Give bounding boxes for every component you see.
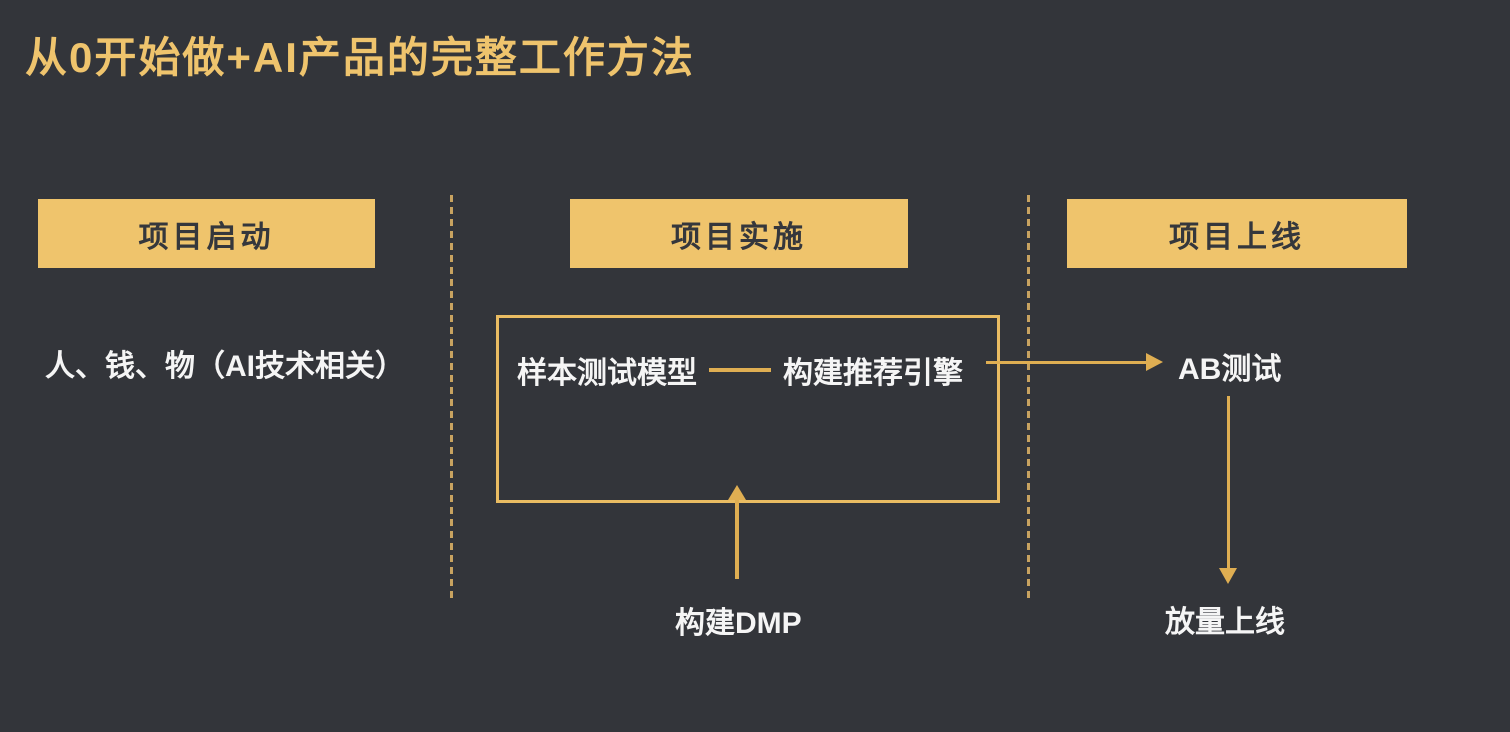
arrow-up-line — [735, 499, 739, 579]
arrow-down-line — [1227, 396, 1230, 568]
phase-divider-2 — [1027, 195, 1030, 601]
kickoff-resources-text: 人、钱、物（AI技术相关） — [45, 350, 405, 383]
sample-test-model-label: 样本测试模型 — [517, 357, 697, 390]
arrow-right-line — [986, 361, 1146, 364]
slide-title: 从0开始做+AI产品的完整工作方法 — [25, 34, 695, 81]
build-recommendation-engine-label: 构建推荐引擎 — [783, 357, 963, 390]
ab-test-label: AB测试 — [1178, 353, 1282, 386]
arrow-down-head-icon — [1219, 568, 1237, 584]
arrow-up-head-icon — [728, 485, 746, 500]
phase-header-launch: 项目上线 — [1067, 199, 1407, 268]
phase-header-kickoff: 项目启动 — [38, 199, 375, 268]
phase-divider-1 — [450, 195, 453, 601]
arrow-right-head-icon — [1146, 353, 1163, 371]
connector-line — [709, 368, 771, 372]
implementation-box-row: 样本测试模型 构建推荐引擎 — [517, 348, 963, 392]
scale-up-launch-label: 放量上线 — [1165, 606, 1285, 639]
implementation-box: 样本测试模型 构建推荐引擎 — [496, 315, 1000, 503]
build-dmp-label: 构建DMP — [675, 607, 802, 640]
phase-header-implementation: 项目实施 — [570, 199, 908, 268]
